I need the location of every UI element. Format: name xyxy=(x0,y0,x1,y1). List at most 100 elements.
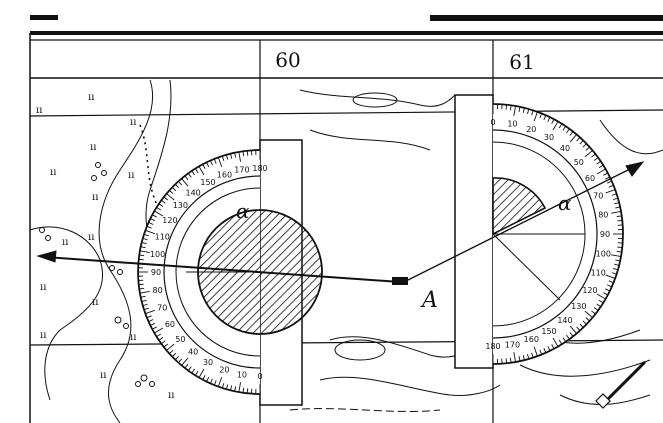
protractor-tick xyxy=(206,162,210,168)
protractor-tick xyxy=(611,210,622,214)
protractor-tick xyxy=(585,146,590,151)
protractor-tick xyxy=(209,378,213,384)
protractor-tick xyxy=(138,283,144,286)
protractor-tick xyxy=(242,151,245,157)
protractor-tick xyxy=(139,291,150,294)
protractor-tick xyxy=(166,193,175,201)
protractor-tick xyxy=(191,170,195,176)
right-protractor-ticks xyxy=(492,104,623,364)
protractor-tick xyxy=(142,237,148,241)
protractor-tick xyxy=(206,376,210,382)
svg-text:ıı: ıı xyxy=(40,330,46,341)
protractor-tick xyxy=(551,119,555,124)
protractor-tick xyxy=(558,339,563,345)
protractor-tick xyxy=(617,219,623,222)
protractor-tick xyxy=(603,172,608,176)
protractor-tick xyxy=(617,246,623,249)
svg-text:ıı: ıı xyxy=(40,282,46,293)
protractor-tick xyxy=(513,105,517,116)
protractor-tick xyxy=(598,299,604,304)
protractor-tick xyxy=(141,242,147,245)
protractor-tick xyxy=(513,352,517,363)
right-protractor-ruler xyxy=(454,94,494,369)
protractor-tick xyxy=(150,322,156,326)
svg-text:ıı: ıı xyxy=(100,370,106,381)
protractor-scale-label: 10 xyxy=(237,370,247,379)
protractor-tick xyxy=(518,356,521,362)
protractor-tick xyxy=(547,116,551,122)
protractor-scale-label: 50 xyxy=(175,335,185,344)
protractor-scale-label: 140 xyxy=(186,188,201,197)
svg-text:ıı: ıı xyxy=(88,232,94,243)
protractor-scale-label: 80 xyxy=(152,286,162,295)
protractor-tick xyxy=(234,386,237,392)
protractor-tick xyxy=(596,168,606,175)
protractor-tick xyxy=(213,380,217,386)
protractor-tick xyxy=(533,111,538,122)
protractor-tick xyxy=(615,206,621,209)
left-protractor-scale: 1801701601501401301201101009080706050403… xyxy=(150,164,268,381)
protractor-tick xyxy=(194,370,199,376)
protractor-tick xyxy=(558,123,563,129)
protractor-tick xyxy=(605,288,611,292)
right-protractor-hatched-sector xyxy=(492,177,547,236)
protractor-tick xyxy=(202,164,206,169)
protractor-tick xyxy=(614,263,620,266)
protractor-tick xyxy=(238,151,241,162)
protractor-tick xyxy=(576,137,581,142)
protractor-scale-label: 20 xyxy=(219,366,229,375)
protractor-tick xyxy=(225,384,229,390)
protractor-tick xyxy=(217,157,223,167)
protractor-scale-label: 170 xyxy=(505,340,520,349)
protractor-tick xyxy=(140,246,146,249)
svg-text:ıı: ıı xyxy=(92,192,98,203)
protractor-tick xyxy=(242,387,245,393)
settlement-dots xyxy=(39,162,155,387)
protractor-scale-label: 130 xyxy=(571,302,586,311)
protractor-tick xyxy=(533,346,538,357)
left-angle-label: α xyxy=(236,199,250,223)
protractor-scale-label: 100 xyxy=(596,249,611,258)
protractor-tick xyxy=(615,259,621,262)
protractor-tick xyxy=(596,160,602,165)
right-angle-label: α xyxy=(558,191,572,215)
protractor-tick xyxy=(139,250,150,253)
protractor-tick xyxy=(576,326,581,331)
protractor-scale-label: 160 xyxy=(217,170,232,179)
protractor-tick xyxy=(598,164,604,169)
protractor-tick xyxy=(603,292,608,296)
protractor-tick xyxy=(569,332,574,337)
protractor-scale-label: 40 xyxy=(560,144,570,153)
protractor-tick xyxy=(531,352,534,358)
protractor-tick xyxy=(169,190,174,195)
protractor-tick xyxy=(163,343,169,348)
svg-text:ıı: ıı xyxy=(130,332,136,343)
protractor-tick xyxy=(143,307,149,311)
protractor-scale-label: 110 xyxy=(155,232,170,241)
protractor-tick xyxy=(569,131,574,136)
protractor-tick xyxy=(156,333,162,338)
protractor-tick xyxy=(522,355,525,361)
protractor-tick xyxy=(146,225,152,229)
svg-text:ıı: ıı xyxy=(36,105,42,116)
protractor-tick xyxy=(543,115,547,120)
protractor-tick xyxy=(139,254,145,257)
protractor-tick xyxy=(596,303,602,308)
protractor-tick xyxy=(505,358,508,364)
protractor-tick xyxy=(202,375,206,380)
protractor-scale-label: 160 xyxy=(524,335,539,344)
protractor-tick xyxy=(569,134,577,143)
svg-text:ıı: ıı xyxy=(128,170,134,181)
protractor-tick xyxy=(141,299,147,302)
protractor-scale-label: 80 xyxy=(598,211,608,220)
protractor-scale-label: 30 xyxy=(544,133,554,142)
protractor-tick xyxy=(551,344,555,349)
protractor-scale-label: 70 xyxy=(593,192,603,201)
protractor-tick xyxy=(139,287,145,290)
protractor-tick xyxy=(611,254,622,258)
protractor-tick xyxy=(246,388,249,394)
protractor-scale-label: 30 xyxy=(203,358,213,367)
